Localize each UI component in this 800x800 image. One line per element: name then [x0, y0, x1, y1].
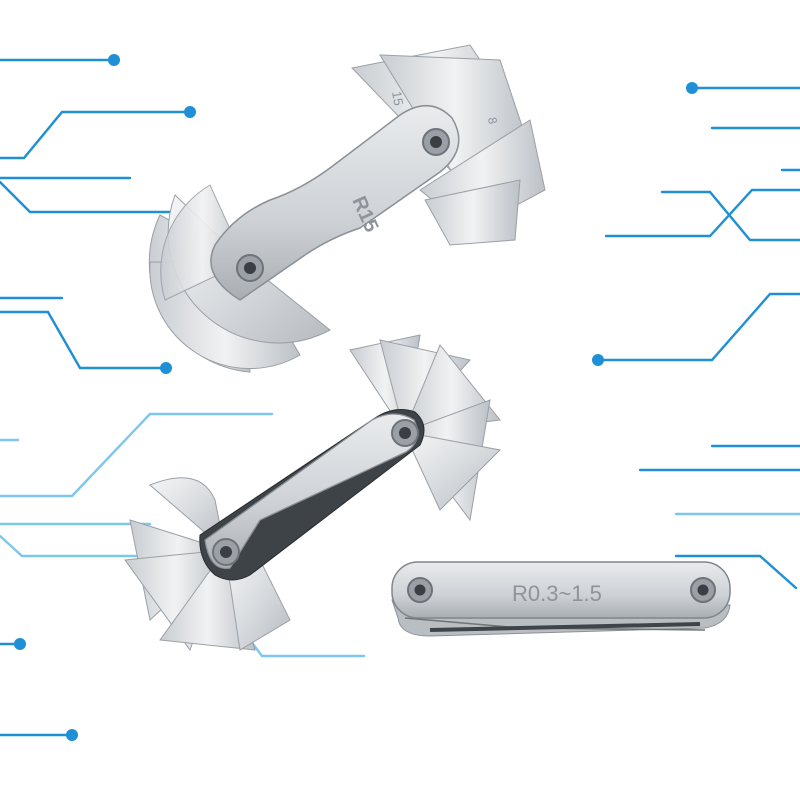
gauge-leaf	[424, 179, 521, 246]
gauge-engraving: R0.3~1.5	[512, 581, 602, 606]
circuit-trace	[596, 292, 800, 362]
circuit-node	[160, 362, 172, 374]
radius-gauge-closed: R0.3~1.5	[391, 561, 731, 637]
leaf-fan-left	[148, 184, 331, 373]
circuit-trace	[0, 310, 168, 370]
circuit-trace	[0, 180, 182, 214]
circuit-trace-light	[0, 412, 274, 498]
gauge-handle: R15	[210, 105, 460, 301]
circuit-node	[14, 638, 26, 650]
leaf-fan-upper	[349, 334, 502, 522]
circuit-node	[184, 106, 196, 118]
circuit-trace	[674, 554, 798, 590]
radius-gauge-top: 15 8 R15	[148, 44, 546, 373]
gauge-handle	[199, 409, 425, 581]
circuit-node	[66, 729, 78, 741]
circuit-trace-light	[0, 534, 142, 558]
circuit-trace	[660, 190, 800, 242]
circuit-trace	[604, 188, 800, 238]
leaf-mark-left: 15	[389, 90, 406, 107]
leaf-mark-right: 8	[485, 116, 500, 125]
gauge-case	[391, 561, 731, 619]
radius-gauge-middle	[124, 334, 502, 652]
gauge-leaf	[403, 431, 502, 511]
circuit-line-background	[0, 54, 800, 741]
circuit-trace-light	[248, 638, 366, 658]
circuit-node	[108, 54, 120, 66]
circuit-trace	[0, 110, 192, 160]
